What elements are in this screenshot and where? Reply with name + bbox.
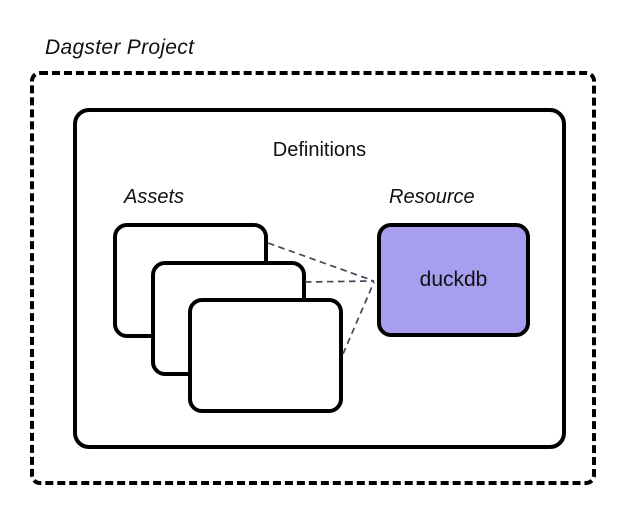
asset-card xyxy=(188,298,343,413)
definitions-label: Definitions xyxy=(272,139,367,161)
resource-label: Resource xyxy=(389,186,475,208)
resource-duckdb: duckdb xyxy=(377,223,530,337)
resource-name: duckdb xyxy=(419,268,488,291)
assets-label: Assets xyxy=(124,186,185,208)
project-boundary-dashed-border xyxy=(30,71,596,485)
diagram-title: Dagster Project xyxy=(45,36,195,59)
